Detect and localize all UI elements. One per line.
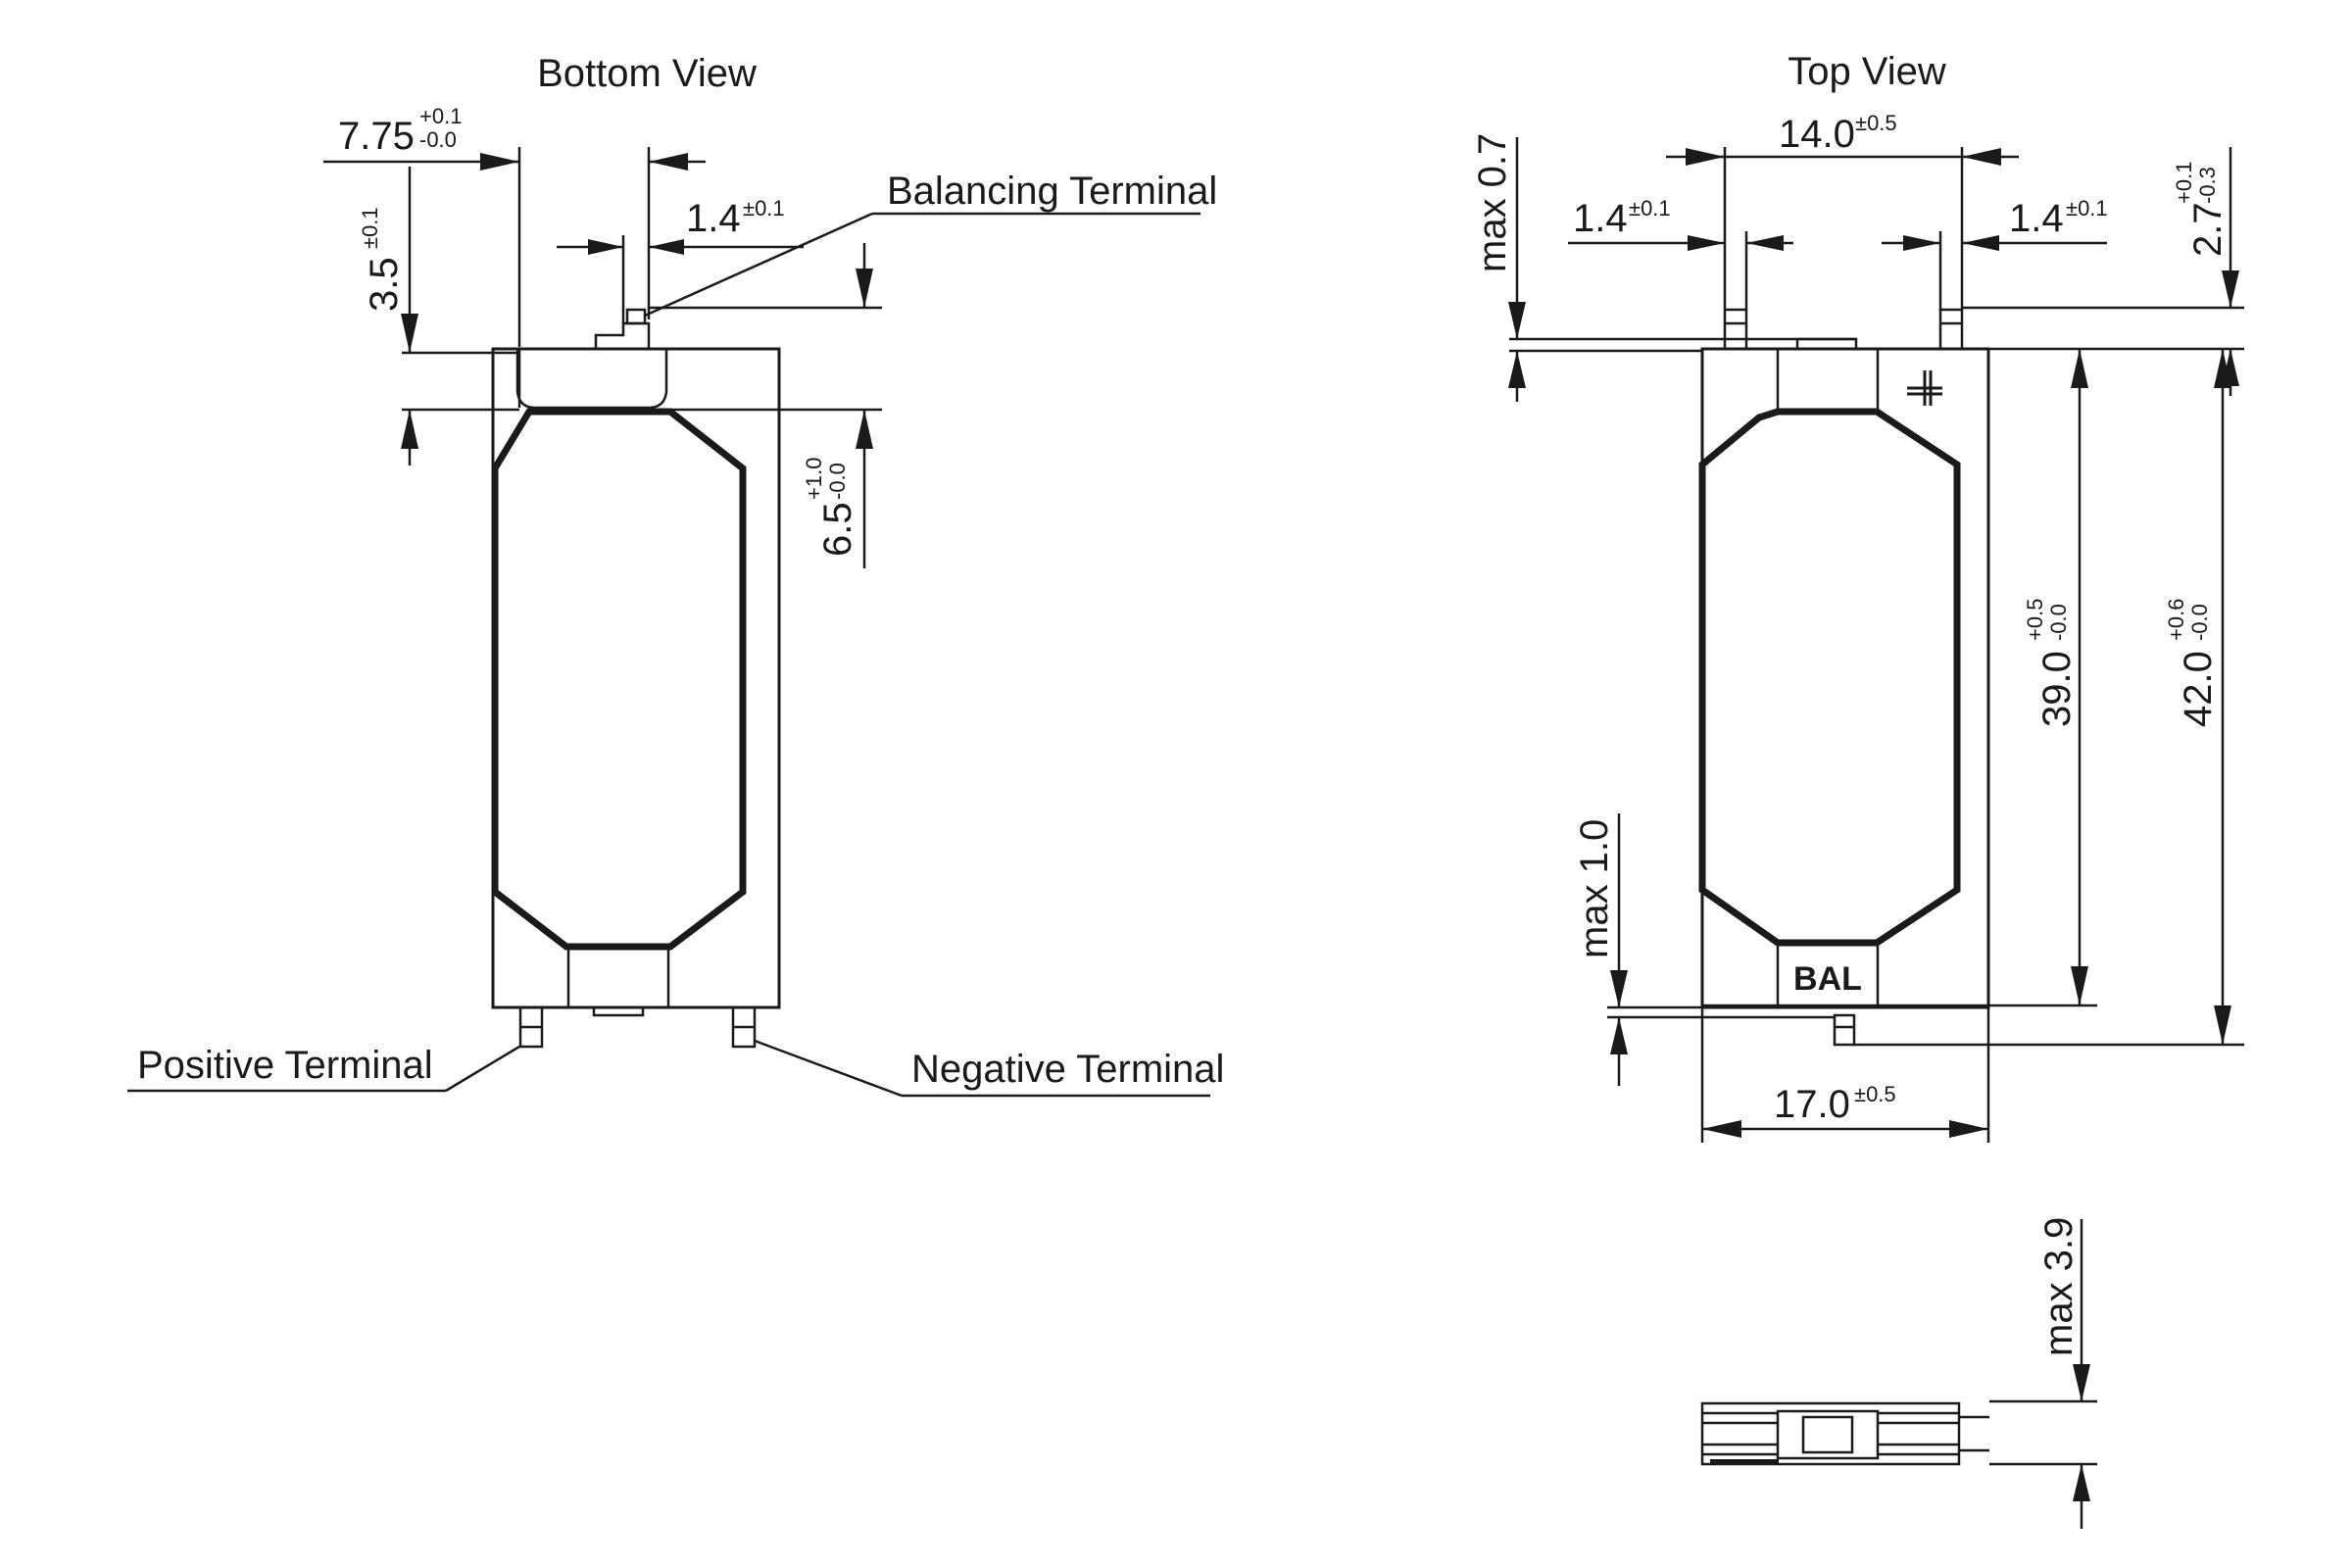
balancing-terminal-callout: Balancing Terminal: [644, 170, 1217, 318]
bal-box: [1776, 941, 1880, 1009]
dim-6-5: 6.5 +1.0 -0.0: [649, 243, 882, 568]
dim-42-0-tol-lower: -0.0: [2187, 604, 2212, 641]
dim-39-0: 39.0 +0.5 -0.0: [1702, 349, 2097, 1007]
dim-39-0-value: 39.0: [2035, 651, 2079, 727]
top-bottom-terminal: [1833, 1013, 1856, 1047]
dim-1-4-right: 1.4 ±0.1: [1882, 196, 2108, 310]
top-right-terminal: [1938, 308, 1964, 351]
dim-14-0-value: 14.0: [1779, 113, 1855, 156]
dim-1-4-left-value: 1.4: [1573, 197, 1628, 240]
dim-max-1-0-label: max 1.0: [1573, 819, 1616, 958]
dim-max-0-7-label: max 0.7: [1471, 133, 1514, 272]
dim-max-0-7: max 0.7: [1471, 133, 1857, 402]
dim-17-0: 17.0 ±0.5: [1700, 1007, 1990, 1143]
dim-6-5-value: 6.5: [816, 502, 859, 557]
dim-max-3-9: max 3.9: [1989, 1217, 2097, 1529]
top-cell-body: [1700, 347, 1990, 1009]
dim-42-0: 42.0 +0.6 -0.0: [1854, 349, 2244, 1047]
dim-7-75: 7.75 +0.1 -0.0: [323, 104, 706, 347]
plus-marking: [1907, 370, 1942, 406]
dim-3-5-tol: ±0.1: [358, 207, 382, 249]
top-left-terminal: [1723, 308, 1748, 351]
bottom-view-title: Bottom View: [537, 52, 757, 95]
dim-3-5-value: 3.5: [363, 257, 406, 312]
side-view: max 3.9: [1700, 1217, 2097, 1529]
dim-39-0-tol-lower: -0.0: [2046, 604, 2071, 641]
dim-1-4-bottom-tol: ±0.1: [743, 196, 785, 220]
positive-terminal-callout: Positive Terminal: [127, 1044, 520, 1093]
dim-7-75-tol-upper: +0.1: [419, 104, 462, 128]
bottom-cell-body: [491, 347, 781, 1009]
dim-2-7-value: 2.7: [2186, 202, 2230, 257]
dim-7-75-tol-lower: -0.0: [419, 127, 457, 152]
dim-1-4-left: 1.4 ±0.1: [1568, 196, 1793, 310]
bottom-view: Bottom View 7.75 +0.1 -0.0: [127, 52, 1224, 1098]
dim-6-5-tol-upper: +1.0: [802, 458, 826, 500]
dim-1-4-right-tol: ±0.1: [2066, 196, 2108, 220]
dim-1-4-right-value: 1.4: [2009, 197, 2064, 240]
dim-39-0-tol-upper: +0.5: [2023, 599, 2047, 641]
negative-terminal-label: Negative Terminal: [911, 1048, 1224, 1091]
dim-1-4-bottom-value: 1.4: [686, 197, 741, 240]
bottom-cell-inner-outline: [491, 408, 747, 951]
dim-3-5: 3.5 ±0.1: [358, 167, 519, 466]
balancing-terminal-label: Balancing Terminal: [887, 170, 1217, 213]
dim-14-0-tol: ±0.5: [1855, 111, 1897, 135]
top-view: Top View BAL: [1471, 50, 2244, 1143]
dim-17-0-value: 17.0: [1774, 1083, 1850, 1126]
bal-marking: BAL: [1793, 960, 1862, 998]
balancing-terminal-tab: [594, 321, 651, 349]
dim-2-7-tol-upper: +0.1: [2172, 162, 2196, 204]
dim-1-4-bottom: 1.4 ±0.1: [557, 196, 804, 323]
dim-42-0-tol-upper: +0.6: [2164, 599, 2188, 641]
top-view-title: Top View: [1788, 50, 1946, 93]
dim-1-4-left-tol: ±0.1: [1629, 196, 1671, 220]
dim-17-0-tol: ±0.5: [1854, 1082, 1896, 1106]
dim-42-0-value: 42.0: [2177, 651, 2220, 727]
positive-terminal-label: Positive Terminal: [137, 1044, 433, 1087]
dim-max-1-0: max 1.0: [1573, 813, 1835, 1086]
dim-max-3-9-label: max 3.9: [2037, 1217, 2081, 1356]
negative-terminal-callout: Negative Terminal: [754, 1039, 1224, 1098]
dim-6-5-tol-lower: -0.0: [825, 463, 850, 500]
dim-14-0: 14.0 ±0.5: [1666, 111, 2019, 310]
side-body: [1700, 1401, 1961, 1466]
dim-2-7: 2.7 +0.1 -0.3: [1962, 147, 2244, 396]
dim-2-7-tol-lower: -0.3: [2195, 167, 2220, 204]
bottom-connector-tab: [592, 1005, 645, 1017]
dim-7-75-value: 7.75: [338, 115, 415, 158]
